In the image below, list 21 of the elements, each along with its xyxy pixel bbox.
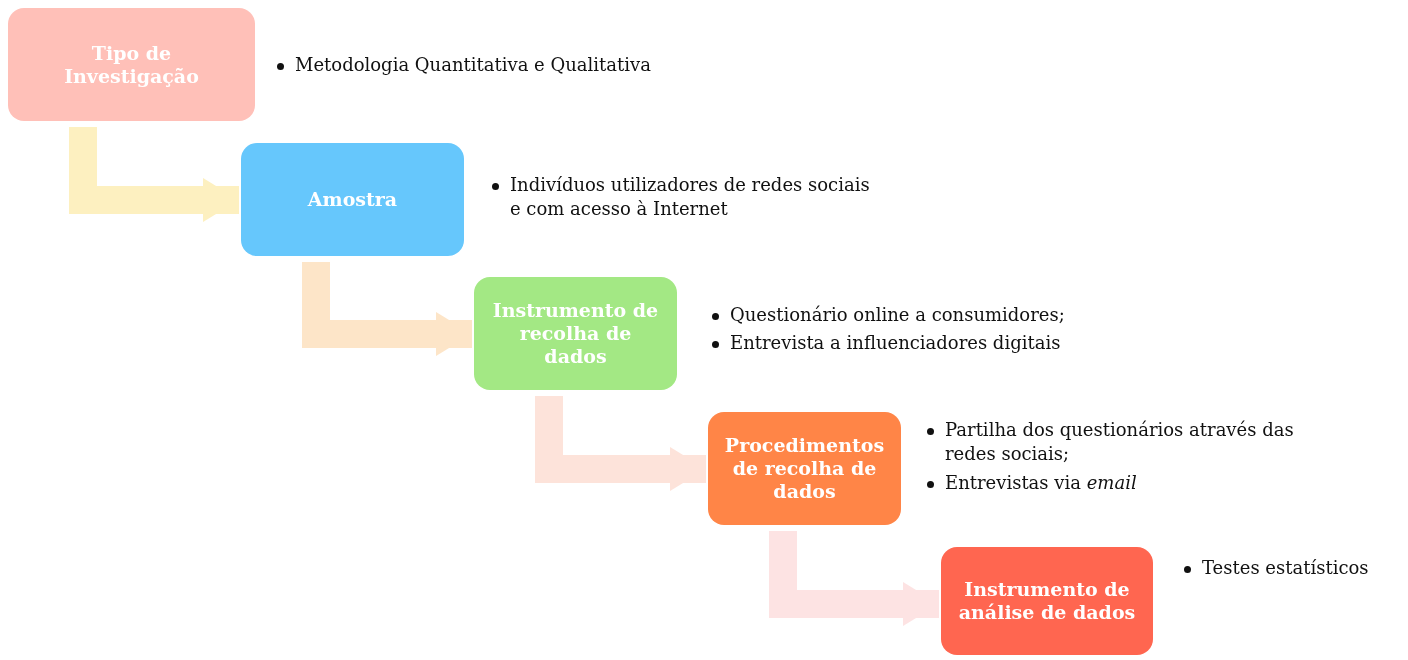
step-title: Instrumento de recolha de dados: [491, 299, 660, 368]
step-box: [241, 143, 464, 256]
elbow-arrow: [535, 396, 706, 491]
step-title: Amostra: [306, 188, 399, 211]
step-title: Instrumento de análise de dados: [957, 578, 1137, 624]
step-box: [941, 547, 1153, 655]
bullet-text: Entrevista a influenciadores digitais: [730, 332, 1061, 354]
step-box: [474, 277, 677, 390]
bullet-text: Metodologia Quantitativa e Qualitativa: [295, 54, 651, 75]
elbow-arrow: [69, 127, 239, 222]
step-title: Tipo de Investigação: [63, 41, 200, 88]
elbow-arrow: [769, 531, 939, 626]
bullet-text: Entrevistas via email: [945, 471, 1137, 493]
elbow-arrow: [302, 262, 472, 356]
step-box: [708, 412, 901, 525]
step-title: Procedimentos de recolha de dados: [723, 434, 886, 503]
step-box: [8, 8, 255, 121]
bullet-text: Questionário online a consumidores;: [730, 304, 1065, 325]
bullet-text: Partilha dos questionários através das redes sociais;: [945, 419, 1294, 465]
bullet-text: Indivíduos utilizadores de redes sociais e com acesso à Internet: [510, 174, 870, 220]
bullet-text: Testes estatísticos: [1202, 557, 1369, 578]
